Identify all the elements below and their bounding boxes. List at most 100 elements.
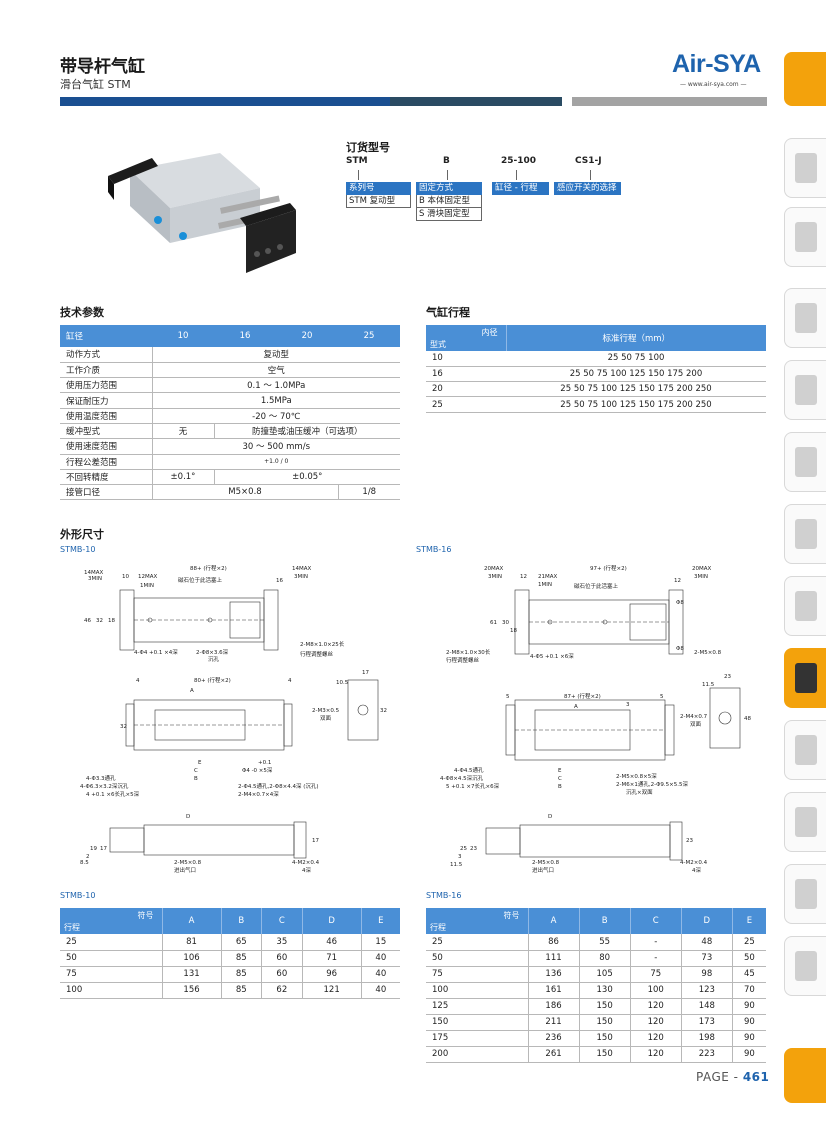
table16-corner: 符号行程 <box>426 908 528 934</box>
side-tab-2[interactable] <box>784 207 826 267</box>
stroke-cell: 25 <box>60 934 162 951</box>
dim-label: Φ8 <box>676 600 684 606</box>
side-tab-10[interactable] <box>784 792 826 852</box>
order-code-bore: 25-100 <box>501 156 537 166</box>
pump-icon <box>794 591 817 621</box>
stroke-cell: 25 50 75 100 125 150 175 200 250 <box>506 396 766 413</box>
col-header: E <box>360 908 400 934</box>
order-connector <box>358 170 359 180</box>
table-row: 缓冲型式无防撞垫或油压缓冲（可选项） <box>60 423 400 440</box>
value-cell: 86 <box>527 934 580 951</box>
value-cell: 71 <box>301 950 362 967</box>
drawing-note: 4-Φ6.3×3.2深沉孔 <box>80 782 129 790</box>
fix-code: B <box>419 196 425 206</box>
dim-label: 2-M4×0.7 <box>680 714 708 720</box>
side-tab-9[interactable] <box>784 720 826 780</box>
value-cell: 45 <box>731 966 766 983</box>
side-tab-4[interactable] <box>784 360 826 420</box>
side-tab-3[interactable] <box>784 288 826 348</box>
value-cell: 85 <box>220 950 262 967</box>
order-code-switch: CS1-J <box>575 156 602 166</box>
dim-label: 3MIN <box>488 574 502 580</box>
side-tab-11[interactable] <box>784 864 826 924</box>
drawing-note: 4-Φ8×4.5深沉孔 <box>440 774 484 782</box>
drawing-note: 4深 <box>302 866 311 874</box>
dim-label: 12MAX <box>138 574 158 580</box>
series-code: STM <box>349 196 367 206</box>
order-connector <box>516 170 517 180</box>
side-tab-6[interactable] <box>784 504 826 564</box>
dim-label: 19 <box>90 846 97 852</box>
drawing-note: 4-Φ5 +0.1 ×6深 <box>530 652 574 660</box>
drawing-note: 行程调整螺丝 <box>300 650 334 658</box>
series-desc: 复动型 <box>369 196 396 206</box>
value-cell: 150 <box>578 1014 631 1031</box>
corner-tab-top <box>784 52 826 106</box>
drawing-stmb-10: 14MAX 3MIN 10 12MAX 1MIN 88+ (行程×2) 磁石位于… <box>80 564 387 874</box>
side-tab-12[interactable] <box>784 936 826 996</box>
value-cell: 186 <box>527 998 580 1015</box>
dim-label: 12 <box>674 578 681 584</box>
drawing-note: 行程调整螺丝 <box>446 656 480 664</box>
value-cell: 85 <box>220 966 262 983</box>
dim-label: 16 <box>276 578 283 584</box>
param-value: 0.1 ～ 1.0MPa <box>151 377 400 394</box>
value-cell: 81 <box>161 934 222 951</box>
value-cell: 131 <box>161 966 222 983</box>
param-value: -20 ～ 70℃ <box>151 408 400 424</box>
filter-unit-icon <box>794 153 817 183</box>
dim-label: 1MIN <box>538 582 552 588</box>
order-connector <box>590 170 591 180</box>
dim-label: 5 <box>506 694 510 700</box>
param-label: 缓冲型式 <box>60 423 152 440</box>
value-cell: 90 <box>731 1014 766 1031</box>
page-title: 带导杆气缸 <box>60 57 145 77</box>
solenoid-icon <box>794 447 817 477</box>
dim-label: 10.5 <box>336 680 349 686</box>
side-tab-8[interactable] <box>784 648 826 708</box>
stroke-corner-cell: 内径型式 <box>426 325 506 351</box>
dim-label: B <box>558 784 562 790</box>
value-cell: 150 <box>578 1046 631 1063</box>
drawing-note: 沉孔×双面 <box>626 788 653 796</box>
table-row: 动作方式复动型 <box>60 347 400 363</box>
stroke-cell: 50 <box>60 950 162 967</box>
side-tab-5[interactable] <box>784 432 826 492</box>
value-cell: 211 <box>527 1014 580 1031</box>
param-value: 30 ～ 500 mm/s <box>151 438 400 455</box>
order-bore-label: 缸径 - 行程 <box>492 182 549 195</box>
side-tab-7[interactable] <box>784 576 826 636</box>
col-header: D <box>301 908 362 934</box>
page-subtitle: 滑台气缸 STM <box>60 78 131 91</box>
dim-label: 12 <box>520 574 527 580</box>
stroke-cell: 100 <box>426 982 528 999</box>
side-tab-1[interactable] <box>784 138 826 198</box>
drawing-note: 2-Φ8×3.6深 <box>196 648 229 656</box>
dim-label: 3 <box>458 854 462 860</box>
dim-label: 14MAX <box>292 566 312 572</box>
drawing-stmb-16: 20MAX 3MIN 12 21MAX 1MIN 97+ (行程×2) 磁石位于… <box>440 564 751 874</box>
value-cell: 161 <box>527 982 580 999</box>
drawing-note: 4-M2×0.4 <box>680 860 708 866</box>
dim-label: 23 <box>724 674 731 680</box>
dim-label: A <box>574 704 578 710</box>
value-cell: 40 <box>360 982 400 999</box>
dim-label: 20MAX <box>484 566 504 572</box>
value-cell: 62 <box>261 982 303 999</box>
value-cell: 150 <box>578 1030 631 1047</box>
dim-label: 17 <box>362 670 369 676</box>
dim-label: 4 <box>136 678 140 684</box>
value-cell: 123 <box>680 982 733 999</box>
table10-corner: 符号行程 <box>60 908 162 934</box>
dim-label: C <box>558 776 562 782</box>
page-prefix: PAGE - <box>696 1070 743 1084</box>
value-cell: 65 <box>220 934 262 951</box>
param-value: 防撞垫或油压缓冲（可选项） <box>213 423 400 440</box>
